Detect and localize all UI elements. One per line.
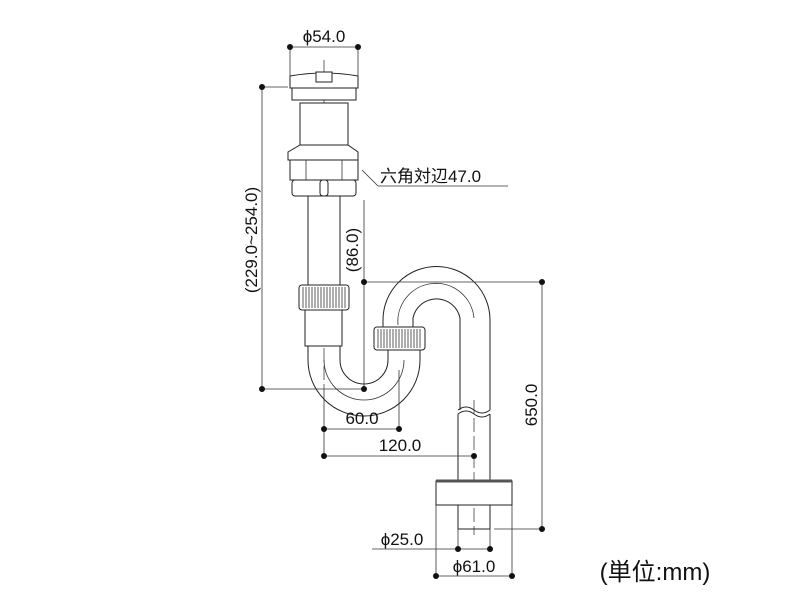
dim-top-diameter: ϕ54.0 (303, 27, 346, 46)
trap-upper-outer (382, 266, 491, 410)
unit-note: (単位:mm) (600, 559, 711, 586)
dim-trap-height: (86.0) (343, 228, 362, 272)
connector-left (304, 309, 343, 347)
dim-drop-length: 650.0 (522, 384, 541, 427)
dim-offset-60: 60.0 (345, 409, 378, 428)
dim-hex-across-flats: 六角対辺47.0 (380, 167, 481, 186)
dim-offset-120: 120.0 (379, 436, 422, 455)
trap-upper-inner (412, 298, 461, 410)
knurled-nut-left (298, 284, 350, 311)
break-mark (457, 406, 491, 418)
dimension-lines (259, 44, 545, 579)
dim-overall-height: (229.0~254.0) (242, 187, 261, 293)
knurled-nut-right (373, 326, 426, 351)
trap-lower-outer (307, 346, 421, 417)
bottom-flange (435, 480, 513, 506)
dim-pipe-diameter: ϕ25.0 (381, 530, 424, 549)
dim-flange-diameter: ϕ61.0 (453, 557, 496, 576)
drain-fitting (287, 71, 359, 287)
